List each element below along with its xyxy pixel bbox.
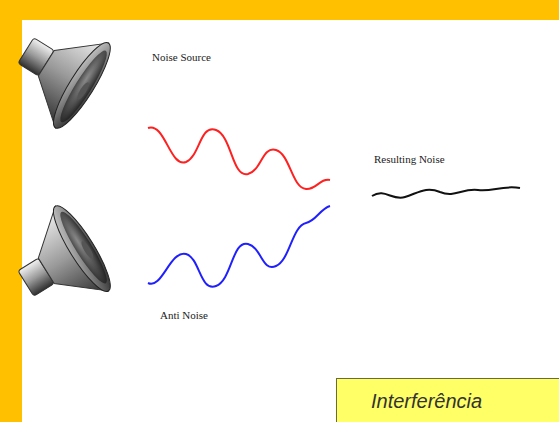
resulting-wave [372,187,520,198]
white-panel [22,20,559,422]
speaker-icon [0,8,119,134]
speaker-label: Noise Source [152,51,211,63]
caption-text: Interferência [371,390,559,413]
speaker-icon [0,200,119,326]
speaker-label: Anti Noise [160,309,208,321]
anti-noise-wave [148,206,330,287]
result-label: Resulting Noise [374,153,445,165]
caption-box: Interferência [336,378,559,422]
noise-wave [148,127,330,189]
